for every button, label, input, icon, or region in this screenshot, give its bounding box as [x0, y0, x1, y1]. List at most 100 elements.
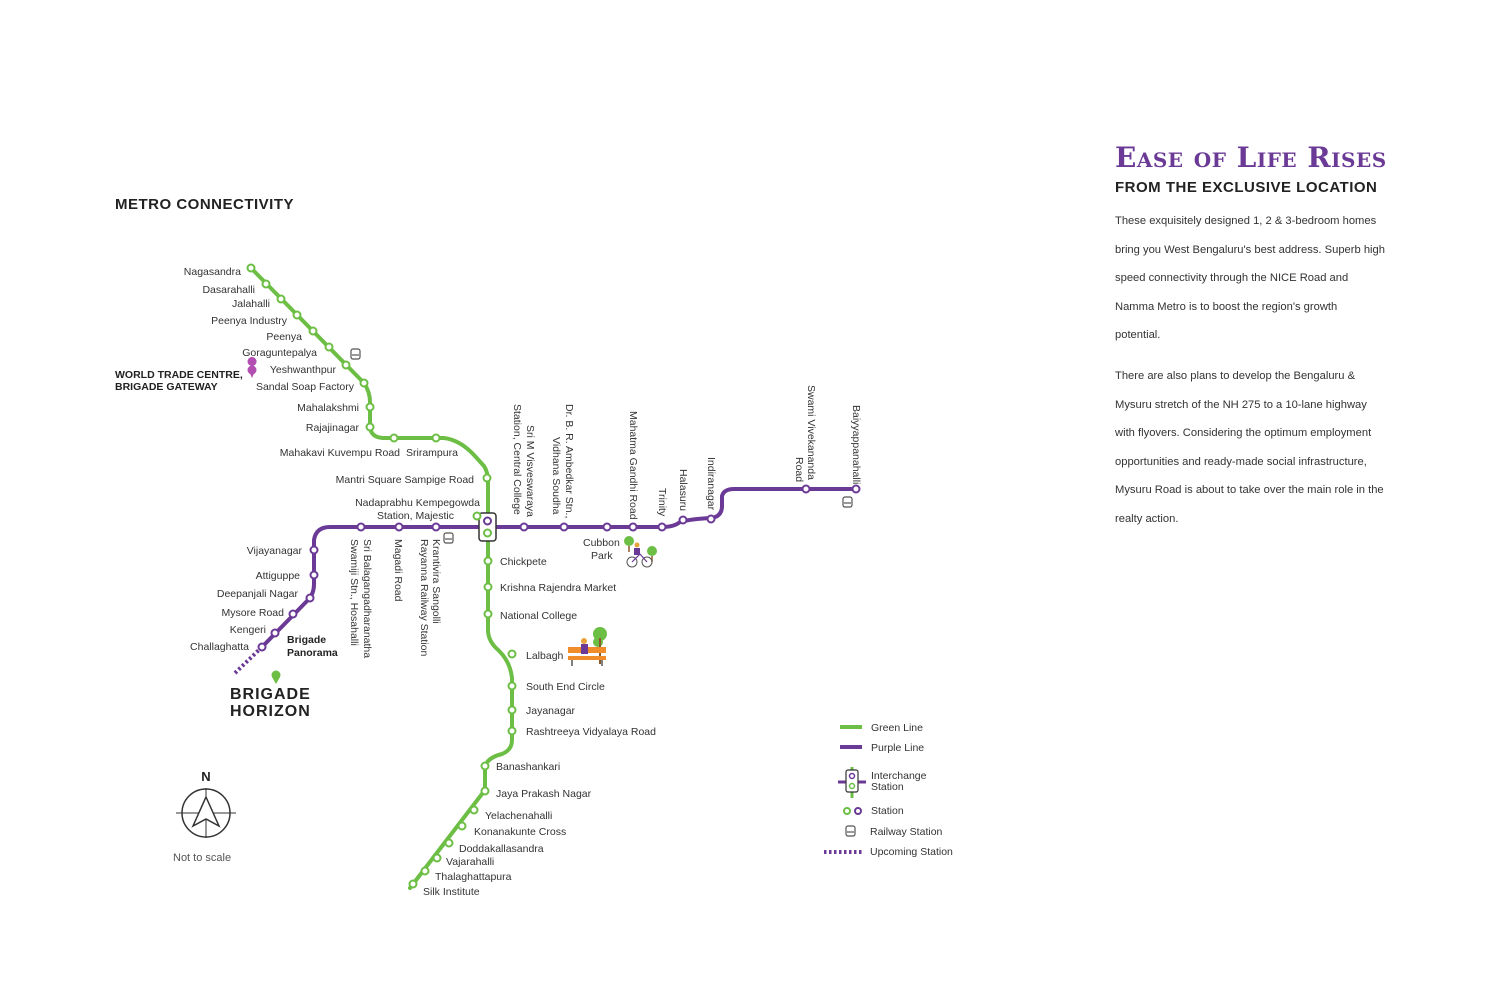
- wtc-pin-icon: [247, 357, 257, 378]
- station-central-college[interactable]: [519, 522, 529, 532]
- station-mg-road[interactable]: [628, 522, 638, 532]
- station-deepanjali[interactable]: [305, 593, 315, 603]
- legend-station: Station: [871, 805, 904, 817]
- station-banashankari[interactable]: [480, 761, 490, 771]
- label-halasuru: Halasuru: [677, 469, 689, 511]
- station-attiguppe[interactable]: [309, 570, 319, 580]
- station-south-end[interactable]: [507, 681, 517, 691]
- station-jayanagar[interactable]: [507, 705, 517, 715]
- station-hosahalli[interactable]: [356, 522, 366, 532]
- station-srirampura[interactable]: [431, 433, 441, 443]
- station-nagasandra[interactable]: [246, 263, 256, 273]
- station-yeshwanthpur[interactable]: [341, 360, 351, 370]
- label-silk-institute: Silk Institute: [423, 886, 480, 898]
- headline: Ease of Life Rises: [1115, 141, 1387, 174]
- horizon-pin-icon: [271, 670, 281, 684]
- station-trinity[interactable]: [657, 522, 667, 532]
- legend-railway-icon: [845, 825, 856, 837]
- station-thalaghattapura[interactable]: [420, 866, 430, 876]
- station-mysore-road[interactable]: [288, 609, 298, 619]
- label-vivekananda-2: Road: [793, 457, 805, 482]
- legend-purple-line: Purple Line: [871, 742, 924, 754]
- station-national-college[interactable]: [483, 609, 493, 619]
- label-cubbon-1: Cubbon: [583, 537, 620, 549]
- green-line-labels-south: Chickpete Krishna Rajendra Market Nation…: [423, 556, 656, 898]
- station-jalahalli[interactable]: [276, 294, 286, 304]
- station-doddakallasandra[interactable]: [444, 838, 454, 848]
- label-mysore-road: Mysore Road: [222, 607, 285, 619]
- brand-line-1: BRIGADE: [230, 686, 311, 703]
- station-kengeri[interactable]: [270, 628, 280, 638]
- station-cubbon[interactable]: [602, 522, 612, 532]
- station-rv-road[interactable]: [507, 726, 517, 736]
- label-interchange-2: Station, Majestic: [377, 510, 454, 522]
- station-ambedkar[interactable]: [559, 522, 569, 532]
- label-yelachenahalli: Yelachenahalli: [485, 810, 552, 822]
- station-magadi[interactable]: [394, 522, 404, 532]
- station-peenya-industry[interactable]: [292, 310, 302, 320]
- label-yeshwanthpur: Yeshwanthpur: [270, 364, 337, 376]
- station-kuvempu[interactable]: [389, 433, 399, 443]
- legend-interchange-2: Station: [871, 781, 904, 793]
- scale-note: Not to scale: [173, 852, 232, 864]
- station-peenya[interactable]: [308, 326, 318, 336]
- label-rv-road: Rashtreeya Vidyalaya Road: [526, 726, 656, 738]
- label-ksr-1: Krantivira Sangolli: [430, 539, 442, 624]
- map-title: METRO CONNECTIVITY: [115, 196, 295, 213]
- label-mg-road: Mahatma Gandhi Road: [627, 411, 639, 520]
- label-jayanagar: Jayanagar: [526, 705, 576, 717]
- station-halasuru[interactable]: [678, 515, 688, 525]
- station-silk-institute[interactable]: [408, 879, 418, 889]
- station-kr-market[interactable]: [483, 582, 493, 592]
- compass-north-label: N: [201, 769, 210, 784]
- upcoming-line: [233, 645, 264, 675]
- station-ksr[interactable]: [431, 522, 441, 532]
- purple-line-labels-west: Vijayanagar Attiguppe Deepanjali Nagar M…: [190, 545, 302, 653]
- station-konanakunte[interactable]: [457, 821, 467, 831]
- station-goraguntepalya[interactable]: [324, 342, 334, 352]
- station-yelachenahalli[interactable]: [469, 805, 479, 815]
- label-panorama-2: Panorama: [287, 647, 338, 659]
- paragraph-1: These exquisitely designed 1, 2 & 3-bedr…: [1115, 215, 1385, 341]
- station-indiranagar[interactable]: [706, 514, 716, 524]
- station-sandal-soap[interactable]: [359, 378, 369, 388]
- cubbon-park-illustration: [624, 536, 657, 568]
- label-doddakallasandra: Doddakallasandra: [459, 843, 544, 855]
- label-wtc-2: BRIGADE GATEWAY: [115, 381, 218, 393]
- station-rajajinagar[interactable]: [365, 422, 375, 432]
- label-thalaghattapura: Thalaghattapura: [435, 871, 512, 883]
- station-mantri[interactable]: [482, 473, 492, 483]
- station-vijayanagar[interactable]: [309, 545, 319, 555]
- station-vivekananda[interactable]: [801, 484, 811, 494]
- station-lalbagh[interactable]: [507, 649, 517, 659]
- label-kr-market: Krishna Rajendra Market: [500, 582, 616, 594]
- purple-stations: [257, 484, 861, 652]
- green-line-labels: Nagasandra Dasarahalli Jalahalli Peenya …: [184, 266, 480, 522]
- interchange-majestic[interactable]: [472, 511, 497, 542]
- station-baiyyappanahalli[interactable]: [851, 484, 861, 494]
- station-challaghatta[interactable]: [257, 642, 267, 652]
- label-central-2: Station, Central College: [511, 404, 523, 515]
- label-vajarahalli: Vajarahalli: [446, 856, 494, 868]
- label-chickpete: Chickpete: [500, 556, 547, 568]
- label-hosahalli-2: Swamiji Stn., Hosahalli: [348, 539, 360, 646]
- label-baiyyappanahalli: Baiyyappanahalli: [850, 405, 862, 484]
- legend-interchange-1: Interchange: [871, 770, 927, 782]
- station-dasarahalli[interactable]: [261, 279, 271, 289]
- legend-upcoming: Upcoming Station: [870, 846, 953, 858]
- brand-horizon: BRIGADE HORIZON: [230, 686, 311, 720]
- label-national-college: National College: [500, 610, 577, 622]
- label-mahalakshmi: Mahalakshmi: [297, 402, 359, 414]
- subhead: FROM THE EXCLUSIVE LOCATION: [1115, 179, 1378, 196]
- station-jp-nagar[interactable]: [480, 786, 490, 796]
- label-hosahalli-1: Sri Balagangadharanatha: [361, 539, 373, 658]
- station-vajarahalli[interactable]: [432, 853, 442, 863]
- label-jp-nagar: Jaya Prakash Nagar: [496, 788, 592, 800]
- label-trinity: Trinity: [656, 488, 668, 517]
- label-rajajinagar: Rajajinagar: [306, 422, 360, 434]
- legend-railway: Railway Station: [870, 826, 943, 838]
- station-chickpete[interactable]: [483, 556, 493, 566]
- label-jalahalli: Jalahalli: [232, 298, 270, 310]
- station-mahalakshmi[interactable]: [365, 402, 375, 412]
